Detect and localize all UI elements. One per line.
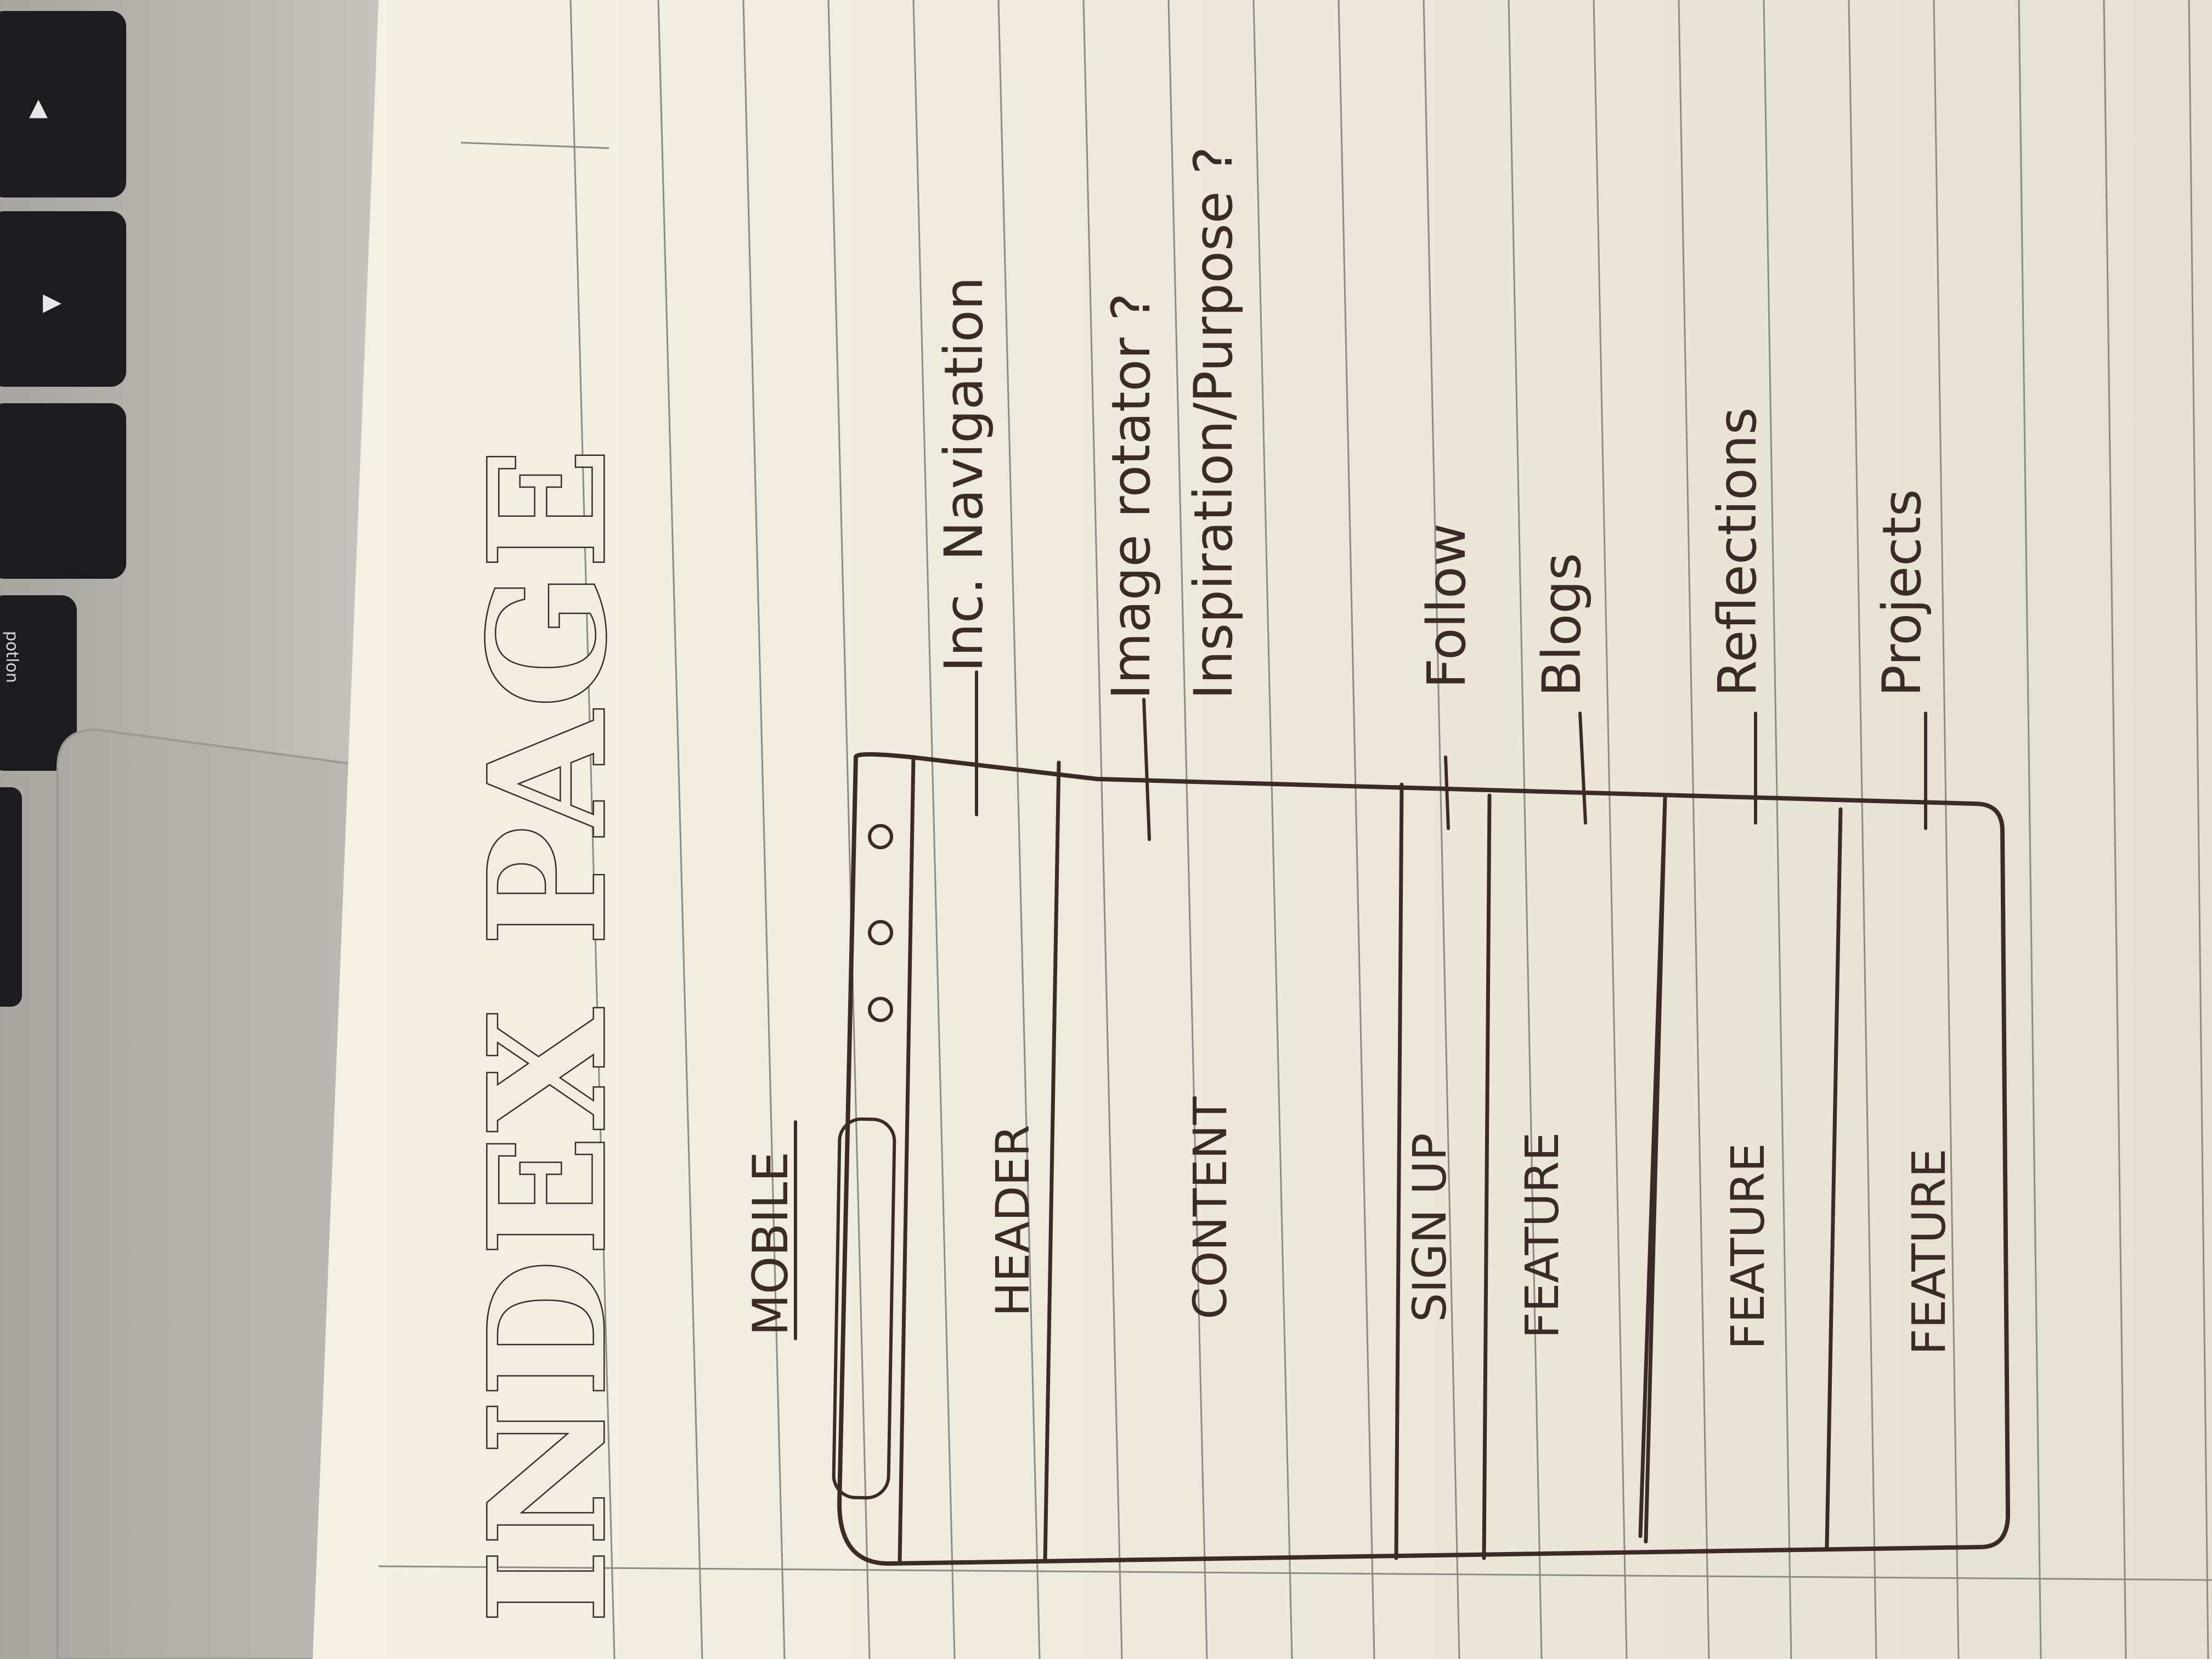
notebook-page	[313, 0, 2212, 1659]
status-dot	[868, 920, 893, 945]
wireframe-section-content: CONTENT	[1183, 1096, 1237, 1319]
key-right-glyph: ▶	[43, 288, 61, 316]
wireframe-section-feature: FEATURE	[1902, 1148, 1956, 1355]
key-function	[0, 595, 77, 771]
key-fragment-label: potlon	[2, 631, 21, 683]
status-pill	[832, 1117, 896, 1500]
wireframe-section-feature: FEATURE	[1515, 1132, 1569, 1339]
status-dot	[868, 997, 893, 1022]
annotation-navigation: Inc. Navigation	[933, 276, 995, 672]
trackpad	[57, 728, 385, 1659]
key-up-glyph: ▲	[29, 93, 48, 121]
wireframe-section-feature: FEATURE	[1721, 1143, 1775, 1350]
key-right	[0, 211, 126, 387]
annotation-image-rotator: Image rotator ?	[1101, 293, 1162, 699]
annotation-blogs: Blogs	[1531, 553, 1593, 697]
top-margin-line	[460, 142, 610, 149]
ruled-lines	[569, 0, 2209, 1659]
annotation-inspiration: Inspiration/Purpose ?	[1183, 146, 1244, 699]
phone-wireframe	[832, 752, 2010, 1566]
key-blank	[0, 403, 126, 579]
annotation-projects: Projects	[1871, 489, 1933, 697]
margin-line	[378, 1565, 2212, 1581]
status-dot	[868, 824, 893, 849]
annotation-follow: Follow	[1416, 523, 1477, 689]
page-title: INDEX PAGE	[455, 444, 641, 1624]
wireframe-section-signup: SIGN UP	[1403, 1133, 1457, 1322]
key-up	[0, 11, 126, 198]
wireframe-section-header: HEADER	[986, 1125, 1040, 1317]
key-edge	[0, 787, 22, 1007]
annotation-connectors	[975, 670, 1927, 841]
section-label: MOBILE	[742, 1152, 799, 1336]
annotation-reflections: Reflections	[1707, 407, 1768, 697]
